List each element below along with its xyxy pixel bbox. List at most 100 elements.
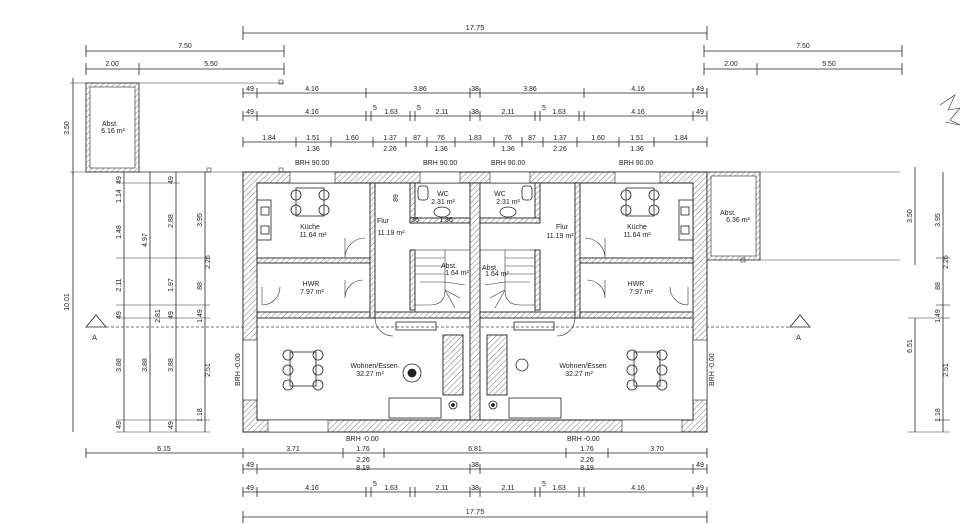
abst-stair-left-name: Abst. xyxy=(441,263,457,270)
tree-symbol xyxy=(939,94,960,126)
lc-d-4: 2.51 xyxy=(205,363,212,377)
lc-c-4: 3.88 xyxy=(168,358,175,372)
kitchen-right-furniture xyxy=(620,187,694,241)
lc-a-0: 49 xyxy=(116,176,123,184)
rc-2: 88 xyxy=(935,282,942,290)
door-swings xyxy=(261,237,689,337)
flur-left-area: 11.19 m² xyxy=(377,230,405,237)
section-marker-left: A xyxy=(85,314,790,342)
top-dimension-chain-1: 49 4.16 3.86 38 3.86 4.16 49 xyxy=(242,86,708,98)
dim-t2-mark1: 5 xyxy=(373,105,377,112)
flur-right-name: Flur xyxy=(556,224,569,231)
wc-right-area: 2.31 m² xyxy=(496,199,520,206)
brh-side-right: BRH -0.00 xyxy=(709,353,716,386)
abst-left-name: Abst. xyxy=(102,121,118,128)
wc-right-name: WC xyxy=(494,191,506,198)
dim-b3-1: 8.19 xyxy=(356,465,370,472)
brh-bottom-2: BRH -0.00 xyxy=(567,436,600,443)
lc-d-5: 1.18 xyxy=(197,408,204,422)
wc-fixtures xyxy=(417,185,533,218)
lc-c-2: 1.97 xyxy=(168,278,175,292)
dim-t3-0: 1.84 xyxy=(262,135,276,142)
wohnen-left-area: 32.27 m² xyxy=(356,371,384,378)
dim-t4-1: 2.26 xyxy=(383,146,397,153)
lc-d-3: 1.49 xyxy=(197,309,204,323)
dim-b1-2: 1.76 xyxy=(356,446,370,453)
hwr-right-name: HWR xyxy=(628,281,645,288)
dim-b2-1: 2.26 xyxy=(580,457,594,464)
section-a-right: A xyxy=(796,333,801,342)
wc-dim-36: 36 xyxy=(411,217,419,224)
dim-t4-5: 1.36 xyxy=(630,146,644,153)
dim-b4-4: 38 xyxy=(471,485,479,492)
wc-dim-89: 89 xyxy=(393,194,400,202)
dim-t3-1: 1.51 xyxy=(306,135,320,142)
dim-t2-8: 49 xyxy=(696,109,704,116)
living-sofas xyxy=(388,321,562,419)
lc-a-6: 49 xyxy=(116,421,123,429)
wc-left-area: 2.31 m² xyxy=(431,199,455,206)
carport-left-part2: 5.50 xyxy=(204,61,218,68)
dim-t3-12: 1.84 xyxy=(674,135,688,142)
dim-t4-2: 1.36 xyxy=(434,146,448,153)
lc-b-1: 2.81 xyxy=(155,309,162,323)
flur-right-area: 11.19 m² xyxy=(546,233,574,240)
kueche-right-area: 11.64 m² xyxy=(623,232,651,239)
carport-left-part1: 2.00 xyxy=(105,61,119,68)
dim-b2-0: 2.26 xyxy=(356,457,370,464)
lc-a-5: 3.88 xyxy=(116,358,123,372)
carport-left-width: 7.50 xyxy=(178,43,192,50)
kueche-left-area: 11.64 m² xyxy=(299,232,327,239)
abst-stair-left-area: 1.64 m² xyxy=(445,270,469,277)
dim-b4-0: 49 xyxy=(246,485,254,492)
lc-a-3: 2.11 xyxy=(116,278,123,291)
dim-t1-6: 49 xyxy=(696,86,704,93)
bottom-dimension-chain-1: 6.15 3.71 1.76 6.81 1.76 3.70 2.26 2.26 xyxy=(85,446,708,464)
wc-left-name: WC xyxy=(437,191,449,198)
dim-t3-2: 1.60 xyxy=(345,135,359,142)
dim-t1-3: 38 xyxy=(471,86,479,93)
storage-shed-left: Abst. 6.16 m² xyxy=(70,79,284,173)
dim-t1-0: 49 xyxy=(246,86,254,93)
dim-t4-0: 1.36 xyxy=(306,146,320,153)
dim-t4-3: 1.36 xyxy=(501,146,515,153)
dim-t3-5: 76 xyxy=(437,135,445,142)
carport-right-dimensions: 7.50 2.00 5.50 xyxy=(703,43,903,75)
dim-t2-5: 2.11 xyxy=(501,109,514,116)
dim-t2-6: 1.63 xyxy=(552,109,566,116)
brh-top-3: BRH 90.00 xyxy=(491,160,525,167)
right-vertical-dimensions: 3.95 2.26 88 1.49 2.51 1.18 6.51 xyxy=(907,172,950,433)
kitchen-left-furniture xyxy=(256,187,330,241)
overall-dimension-top: 17.75 xyxy=(242,23,708,40)
dim-b3-0: 49 xyxy=(246,462,254,469)
top-dimension-chain-2: 49 4.16 1.63 2.11 38 2.11 1.63 4.16 49 5… xyxy=(242,105,708,121)
dim-b4-mark1: 5 xyxy=(373,481,377,488)
dim-b1-4: 1.76 xyxy=(580,446,594,453)
dim-t2-4: 38 xyxy=(471,109,479,116)
dim-b1-3: 6.81 xyxy=(468,446,482,453)
right-col-outer: 6.51 xyxy=(907,339,914,353)
flur-left-name: Flur xyxy=(377,218,390,225)
lc-c-0: 49 xyxy=(168,176,175,184)
brh-top-2: BRH 90.00 xyxy=(423,160,457,167)
carport-left-height: 3.50 xyxy=(64,121,71,135)
dim-b4-6: 1.63 xyxy=(552,485,566,492)
dim-t2-2: 1.63 xyxy=(384,109,398,116)
dim-b4-mark2: 5 xyxy=(542,481,546,488)
dim-t2-7: 4.16 xyxy=(631,109,645,116)
kueche-right-name: Küche xyxy=(627,224,647,231)
dining-table-right xyxy=(626,349,668,391)
wohnen-right-name: Wohnen/Essen xyxy=(559,363,606,370)
dim-t1-2: 3.86 xyxy=(413,86,427,93)
dim-b4-2: 1.63 xyxy=(384,485,398,492)
wc-dim-186: 1.86 xyxy=(439,217,453,224)
overall-dimension-bottom: 17.75 xyxy=(242,507,708,523)
bottom-dimension-chain-2: 49 8.19 38 8.19 49 xyxy=(242,462,708,474)
overall-bottom-label: 17.75 xyxy=(466,507,485,516)
lc-b-0: 4.97 xyxy=(142,233,149,247)
kueche-left-name: Küche xyxy=(300,224,320,231)
section-a-left: A xyxy=(92,333,97,342)
abst-right-name: Abst. xyxy=(720,210,736,217)
brh-side-left: BRH -0.00 xyxy=(235,353,242,386)
